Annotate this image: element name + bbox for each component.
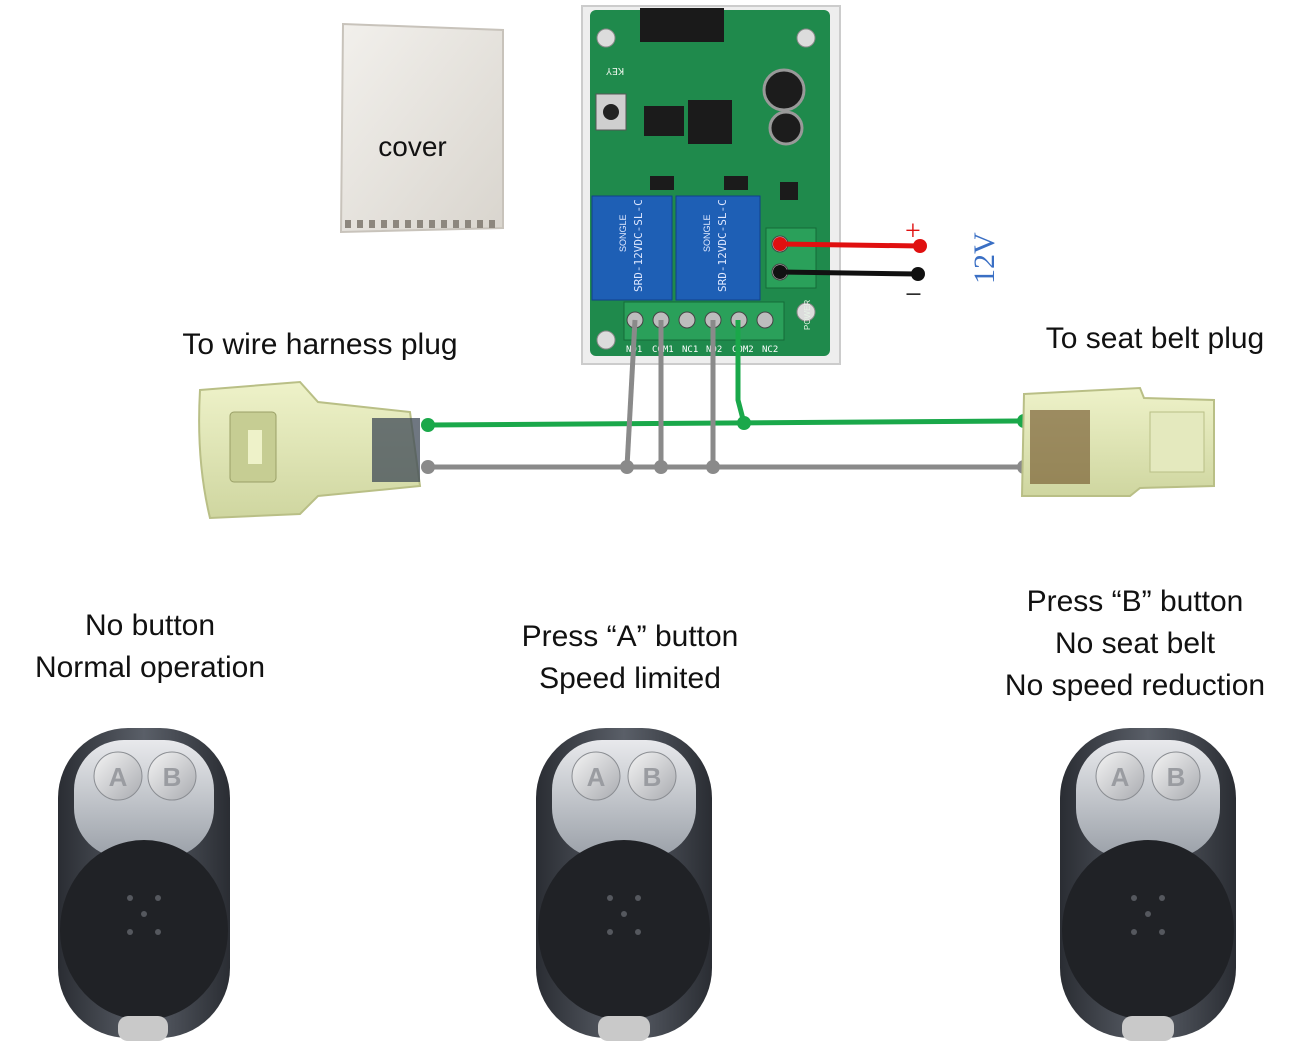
no1-lead	[624, 319, 638, 468]
remote-1-button-a-icon	[93, 751, 143, 801]
wire-harness-plug	[198, 380, 422, 520]
wire-harness-label: To wire harness plug	[182, 328, 458, 361]
caption-line: Normal operation	[34, 651, 266, 684]
relay-2: SRD-12VDC-SL-C SONGLE	[675, 195, 761, 301]
remote-1: A B	[58, 728, 230, 1041]
relay-2-brand: SONGLE	[702, 214, 712, 252]
caption-line: No seat belt	[1054, 627, 1216, 660]
caption-line: Press “A” button	[521, 620, 739, 653]
caption-line: Speed limited	[539, 662, 721, 695]
remote-3-button-a-icon	[1095, 751, 1145, 801]
relay-1-model: SRD-12VDC-SL-C	[632, 199, 645, 292]
relay-1-brand: SONGLE	[618, 214, 628, 252]
power-wires: + − 12V	[773, 216, 1001, 311]
remote-1-button-a-label: A	[109, 762, 128, 792]
cover-box	[339, 22, 504, 234]
remote-2: A B	[536, 728, 712, 1041]
terminal-nc2: NC2	[762, 345, 778, 355]
remote-2-button-b-label: B	[643, 762, 662, 792]
remote-2-button-b-icon	[627, 751, 677, 801]
receiver-board: KEY SRD-12VDC-SL-C SONGLE SRD-12VDC-SL-C…	[581, 5, 841, 365]
caption-line: No speed reduction	[1004, 669, 1266, 702]
caption-line: No button	[84, 609, 216, 642]
cover-vents	[345, 220, 495, 228]
remote-3-caption: Press “B” button No seat belt No speed r…	[980, 581, 1290, 707]
seat-belt-label: To seat belt plug	[1045, 322, 1265, 355]
capacitor-1	[762, 68, 806, 112]
minus-sign: −	[905, 278, 922, 311]
cover-label: cover	[378, 131, 447, 162]
remote-1-button-b-label: B	[163, 762, 182, 792]
capacitor-2	[768, 110, 804, 146]
voltage-label: 12V	[968, 232, 1001, 284]
remote-2-caption: Press “A” button Speed limited	[490, 616, 770, 700]
remote-2-button-a-label: A	[587, 762, 606, 792]
remote-1-caption: No button Normal operation	[10, 605, 290, 689]
relay-1: SRD-12VDC-SL-C SONGLE	[591, 195, 673, 301]
seat-belt-plug	[1020, 386, 1215, 497]
key-label: KEY	[606, 65, 624, 76]
com2-green-lead	[735, 320, 747, 424]
chip-1	[644, 106, 684, 136]
remote-3-button-b-icon	[1151, 751, 1201, 801]
remote-2-button-a-icon	[571, 751, 621, 801]
antenna-coil	[640, 8, 724, 42]
terminal-com2: COM2	[732, 345, 754, 355]
signal-wires	[421, 319, 1031, 474]
relay-2-model: SRD-12VDC-SL-C	[716, 199, 729, 292]
power-terminal	[765, 227, 817, 289]
green-wire	[427, 418, 1025, 428]
remote-3-button-a-label: A	[1111, 762, 1130, 792]
power-label: POWER	[803, 300, 812, 330]
remote-1-button-b-icon	[147, 751, 197, 801]
chip-2	[688, 100, 732, 144]
plus-sign: +	[905, 216, 921, 247]
remote-3-button-b-label: B	[1167, 762, 1186, 792]
caption-line: Press “B” button	[1026, 585, 1244, 618]
remote-3: A B	[1060, 728, 1236, 1041]
terminal-nc1: NC1	[682, 345, 698, 355]
